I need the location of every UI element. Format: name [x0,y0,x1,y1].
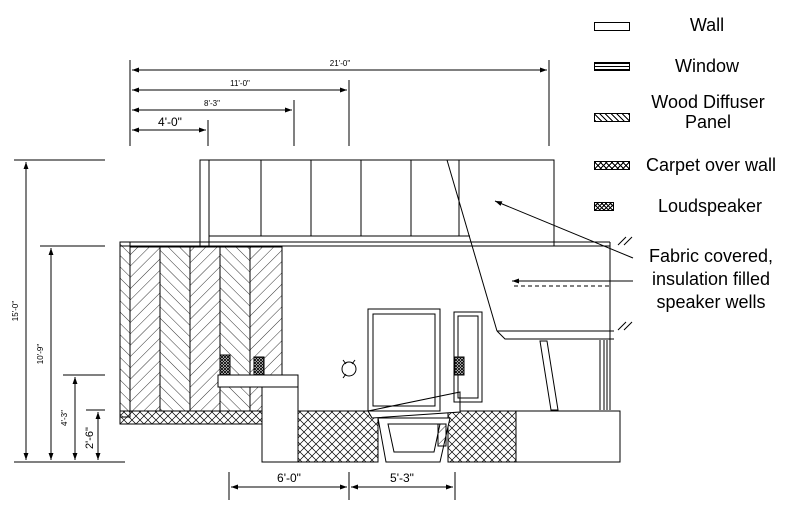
dim-15ft: 15'-0" [11,301,20,322]
legend-window-label: Window [674,56,740,76]
dim-11ft: 11'-0" [230,79,250,88]
note-line3: speaker wells [656,292,766,312]
dim-21ft: 21'-0" [330,59,351,68]
dim-5ft3: 5'-3" [390,471,414,485]
dim-4ft: 4'-0" [158,115,182,129]
note-line2: insulation filled [651,269,771,289]
legend-wood-diffuser-line2: Panel [684,112,732,132]
dim-8ft3: 8'-3" [204,99,220,108]
legend-wall-label: Wall [689,15,725,35]
dim-4ft3: 4'-3" [60,410,69,426]
carpet-swatch [594,161,630,170]
legend-wood-diffuser-label: Wood Diffuser Panel [640,92,776,132]
dim-6ft: 6'-0" [277,471,301,485]
speaker-wells-note: Fabric covered, insulation filled speake… [638,245,784,314]
dim-2ft6: 2'-6" [84,427,96,449]
legend-wood-diffuser-line1: Wood Diffuser [651,92,765,112]
window-swatch [594,62,630,71]
wall-swatch [594,22,630,31]
loudspeaker-swatch [594,202,614,211]
wood-diffuser-swatch [594,113,630,122]
legend-carpet-label: Carpet over wall [645,155,777,175]
dim-10ft9: 10'-9" [36,344,45,365]
legend-loudspeaker-label: Loudspeaker [657,196,763,216]
note-line1: Fabric covered, [648,246,774,266]
